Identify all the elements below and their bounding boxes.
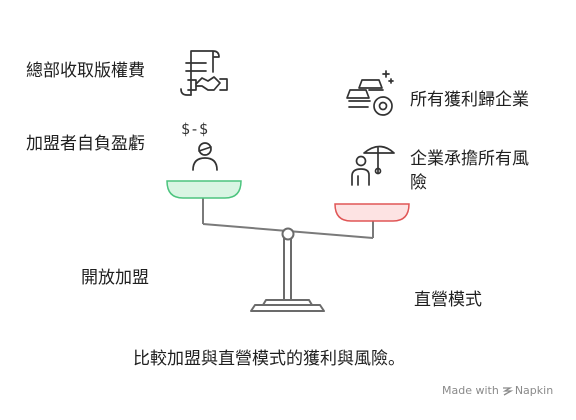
diagram-caption: 比較加盟與直營模式的獲利與風險。 [133, 349, 405, 369]
watermark-brand: Napkin [514, 384, 554, 397]
left-mode-label: 開放加盟 [81, 268, 149, 288]
gold-coins-icon [346, 70, 394, 116]
right-mode-label: 直營模式 [414, 290, 482, 310]
scale-post [283, 236, 292, 301]
right-bottom-label-line1: 企業承擔所有風 [410, 149, 529, 169]
watermark: Made with Napkin [442, 384, 553, 397]
person-umbrella-icon [351, 145, 395, 186]
watermark-prefix: Made with [442, 384, 499, 397]
right-bottom-label-line2: 險 [410, 173, 427, 193]
left-pan [166, 180, 242, 199]
svg-text:$-$: $-$ [181, 120, 208, 138]
right-pan [334, 203, 410, 222]
contract-handshake-icon [180, 50, 228, 96]
left-bottom-label: 加盟者自負盈虧 [26, 134, 145, 154]
scale-pivot [281, 227, 295, 241]
right-top-label: 所有獲利歸企業 [410, 90, 529, 110]
person-money-icon: $-$ [181, 120, 218, 171]
left-top-label: 總部收取版權費 [26, 61, 145, 81]
napkin-logo-icon [502, 386, 514, 396]
